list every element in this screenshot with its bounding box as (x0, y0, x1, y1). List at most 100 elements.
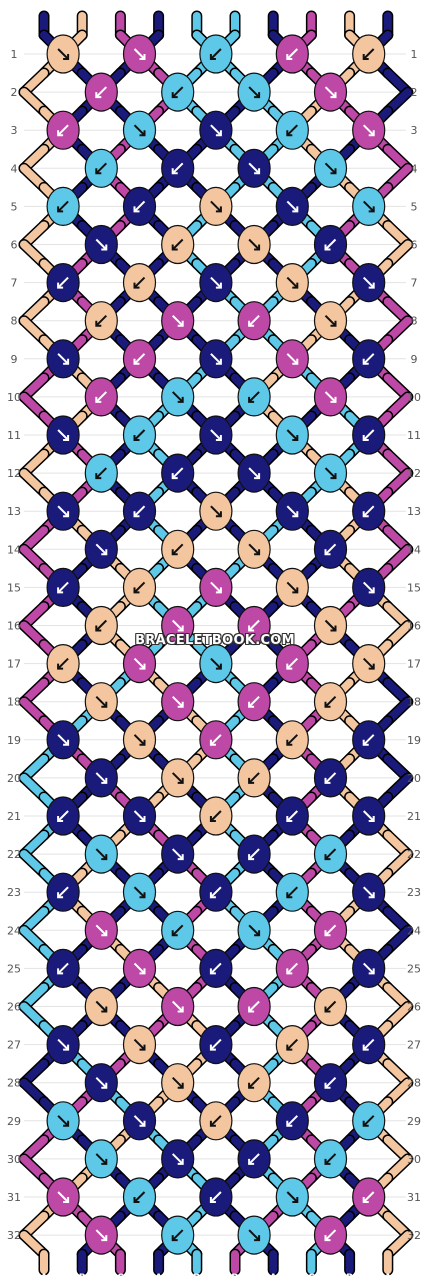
knot-arrow-icon (171, 848, 184, 860)
knot-arrow-icon (57, 429, 69, 441)
knot-arrow-icon (57, 1191, 69, 1203)
strand-label: D (231, 3, 238, 13)
knot-arrow-icon (210, 353, 222, 365)
knot-arrow-icon (362, 1115, 375, 1127)
knot-arrow-icon (95, 848, 108, 860)
knot-arrowhead-icon (248, 320, 255, 327)
knot-arrowhead-icon (324, 777, 331, 784)
knot-arrow-icon (324, 772, 337, 784)
row-number-label: 31 (407, 1191, 421, 1204)
knot-arrowhead-icon (133, 587, 140, 594)
knot-arrowhead-icon (57, 816, 64, 822)
knot-arrow-icon (133, 1115, 146, 1127)
knot-arrowhead-icon (177, 1158, 184, 1165)
knot-arrow-icon (324, 467, 337, 479)
knot-arrowhead-icon (63, 511, 70, 518)
strand-label: D (193, 3, 200, 13)
knot-arrowhead-icon (177, 320, 184, 327)
knot-arrow-icon (133, 886, 146, 898)
knot-arrowhead-icon (57, 968, 64, 975)
strand-label: A (155, 1273, 162, 1283)
knot-arrow-icon (248, 1153, 260, 1165)
knot-arrowhead-icon (215, 435, 222, 441)
knot-arrowhead-icon (209, 739, 216, 746)
knot-arrow-icon (210, 276, 222, 289)
knot-arrow-icon (362, 581, 375, 594)
knot-arrow-icon (133, 429, 146, 441)
knot-arrow-icon (210, 810, 222, 822)
knot-arrow-icon (362, 276, 375, 289)
row-number-label: 29 (7, 1115, 21, 1128)
knot-arrowhead-icon (63, 1044, 70, 1051)
knot-arrowhead-icon (95, 320, 102, 327)
knot-arrowhead-icon (292, 1197, 299, 1203)
strand-label: A (384, 3, 391, 13)
knot-arrowhead-icon (286, 1120, 293, 1127)
knot-arrow-icon (248, 1076, 260, 1089)
knot-arrowhead-icon (95, 168, 102, 175)
knot-arrowhead-icon (248, 396, 255, 403)
knot-arrow-icon (95, 924, 108, 937)
knot-arrow-icon (57, 962, 69, 975)
knot-arrowhead-icon (63, 1197, 70, 1203)
knot-arrowhead-icon (171, 549, 178, 556)
knot-arrow-icon (362, 657, 375, 670)
knot-arrowhead-icon (368, 892, 375, 899)
knot-arrow-icon (362, 353, 375, 365)
knot-arrow-icon (95, 772, 108, 784)
knot-arrow-icon (210, 657, 222, 670)
knot-arrow-icon (171, 467, 184, 479)
knot-arrow-icon (95, 314, 108, 327)
knot-arrow-icon (248, 1229, 260, 1241)
row-number-label: 31 (7, 1191, 21, 1204)
knot-arrowhead-icon (101, 1158, 108, 1165)
knot-arrowhead-icon (254, 930, 261, 937)
knot-arrow-icon (286, 353, 299, 365)
row-number-label: 8 (11, 315, 18, 328)
row-number-label: 9 (11, 353, 18, 366)
knot-arrow-icon (133, 200, 146, 213)
knot-arrow-icon (362, 124, 375, 136)
knot-arrow-icon (248, 619, 260, 632)
knot-arrow-icon (210, 124, 222, 136)
row-number-label: 8 (411, 315, 418, 328)
knot-arrowhead-icon (324, 701, 331, 708)
knot-arrow-icon (324, 1076, 337, 1089)
knot-arrowhead-icon (177, 1006, 184, 1013)
knot-arrowhead-icon (254, 92, 261, 99)
row-number-label: 28 (407, 1077, 421, 1090)
row-number-label: 14 (7, 543, 21, 556)
knot-arrowhead-icon (57, 282, 64, 289)
knot-arrowhead-icon (330, 320, 337, 327)
knot-arrow-icon (248, 924, 260, 937)
knot-arrowhead-icon (362, 1044, 369, 1051)
knot-arrowhead-icon (292, 435, 299, 441)
knot-arrow-icon (362, 1191, 375, 1203)
knot-arrowhead-icon (362, 1120, 369, 1127)
knot-arrow-icon (57, 48, 69, 60)
knot-arrow-icon (286, 1115, 299, 1127)
knot-arrow-icon (171, 1000, 184, 1013)
knot-arrow-icon (286, 505, 299, 517)
row-number-label: 14 (407, 543, 421, 556)
knot-arrowhead-icon (177, 854, 184, 861)
knot-arrow-icon (286, 1038, 299, 1051)
strand-label: B (346, 3, 353, 13)
knot-arrow-icon (286, 276, 299, 289)
knot-arrow-icon (133, 734, 146, 746)
knot-arrow-icon (95, 1000, 108, 1013)
knot-arrow-icon (133, 353, 146, 365)
knot-arrowhead-icon (133, 206, 140, 213)
knot-arrow-icon (248, 238, 260, 251)
knot-arrowhead-icon (368, 968, 375, 975)
knot-arrowhead-icon (368, 816, 375, 822)
knot-arrow-icon (362, 505, 375, 517)
knot-arrowhead-icon (63, 54, 70, 60)
knot-arrowhead-icon (101, 1006, 108, 1013)
strand-label: A (155, 3, 162, 13)
knot-arrow-icon (210, 200, 222, 213)
knot-arrowhead-icon (215, 282, 222, 289)
knot-arrowhead-icon (324, 1235, 331, 1242)
knot-arrowhead-icon (362, 739, 369, 746)
